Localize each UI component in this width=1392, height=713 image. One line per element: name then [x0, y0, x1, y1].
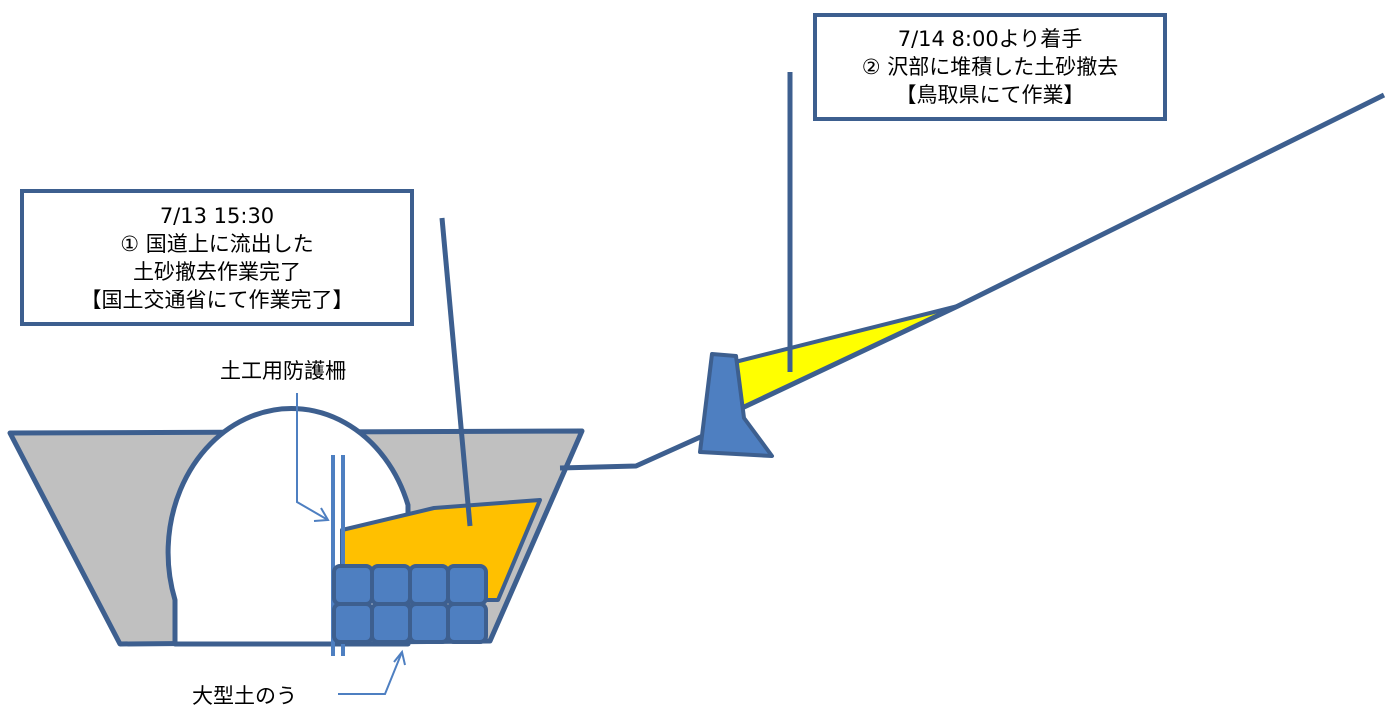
- callout-1-line: ① 国道上に流出した: [120, 231, 314, 256]
- callout-2-line: 【鳥取県にて作業】: [895, 83, 1085, 107]
- callout-1-line: 【国土交通省にて作業完了】: [80, 287, 354, 312]
- fence-label: 土工用防護柵: [220, 359, 346, 383]
- sandbag: [332, 602, 374, 644]
- sandbag: [370, 564, 412, 606]
- callout-2-line: 7/14 8:00より着手: [897, 27, 1083, 51]
- sandbag: [332, 564, 374, 606]
- sandbag-label-arrow: [338, 651, 403, 695]
- callout-1-line: 土砂撤去作業完了: [133, 259, 301, 284]
- fence-label-arrow: [296, 393, 329, 521]
- sandbag-arrowhead: [393, 649, 406, 666]
- sandbag: [408, 602, 450, 644]
- sandbag: [446, 564, 488, 606]
- callout-2-line: ② 沢部に堆積した土砂撤去: [861, 55, 1119, 79]
- slope-line: [740, 92, 1386, 411]
- check-dam: [698, 352, 774, 458]
- callout-2: 7/14 8:00より着手 ② 沢部に堆積した土砂撤去 【鳥取県にて作業】: [813, 13, 1167, 121]
- callout-1: 7/13 15:30 ① 国道上に流出した 土砂撤去作業完了 【国土交通省にて作…: [20, 189, 414, 326]
- sandbag: [446, 602, 488, 644]
- fence-arrowhead: [313, 507, 330, 522]
- sandbag-label: 大型土のう: [192, 684, 297, 708]
- callout-1-leader: [439, 217, 473, 527]
- ground-line: [559, 427, 718, 471]
- sandbags: [332, 564, 488, 644]
- sandbag: [370, 602, 412, 644]
- callout-1-line: 7/13 15:30: [159, 203, 275, 228]
- sandbag: [408, 564, 450, 606]
